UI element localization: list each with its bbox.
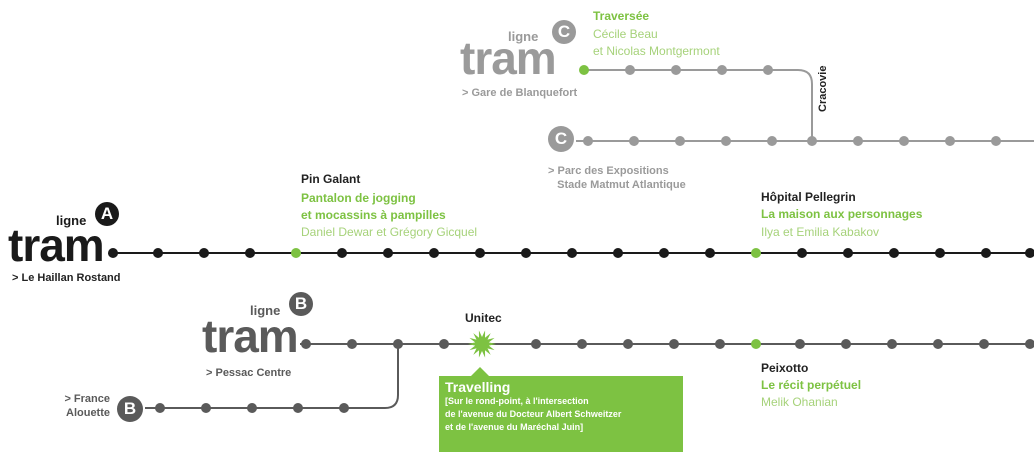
stop-pin-galant-name: Pin Galant [301,172,361,186]
stop-pin-galant-work: Pantalon de jogging et mocassins à pampi… [301,191,446,222]
line-c-branch-stop [853,136,863,146]
stop-peixotto-work: Le récit perpétuel [761,378,862,392]
line-a-stop [613,248,623,258]
line-c-stop [671,65,681,75]
stop-traversee-name: Traversée [593,9,650,23]
line-b-branch-badge: B [117,396,143,422]
line-c-art-stop [579,65,589,75]
stop-pin-galant-artists: Daniel Dewar et Grégory Gicquel [301,225,478,239]
line-b-stop [393,339,403,349]
stop-pellegrin-work: La maison aux personnages [761,207,923,221]
line-b-stop [887,339,897,349]
line-b-destination: > Pessac Centre [206,367,292,379]
line-c-branch-stop [767,136,777,146]
callout-pointer [471,367,489,376]
line-c-branch-destination: > Parc des Expositions Stade Matmut Atla… [548,165,686,191]
line-b-stop [439,339,449,349]
line-c-branch-stop [721,136,731,146]
line-b-branch-stop [247,403,257,413]
line-a-stop [199,248,209,258]
line-c-branch-stop [991,136,1001,146]
line-c-destination: > Gare de Blanquefort [462,87,578,99]
stop-pellegrin-artists: Ilya et Emilia Kabakov [761,225,880,239]
line-b-branch-destination: > France Alouette [64,393,110,419]
line-a-art-stop [751,248,761,258]
line-a-stop [981,248,991,258]
line-b-stop [841,339,851,349]
line-a-stop [475,248,485,258]
line-b-stop [669,339,679,349]
line-b-stop [1025,339,1034,349]
line-a-stop [245,248,255,258]
line-a-stop [153,248,163,258]
line-b-stop [301,339,311,349]
line-a-stop [337,248,347,258]
line-c-stop [625,65,635,75]
line-a-stop [429,248,439,258]
line-a-destination: > Le Haillan Rostand [12,272,121,284]
stop-peixotto-artists: Melik Ohanian [761,395,838,409]
line-b-branch-stop [293,403,303,413]
line-b-branch-stop [339,403,349,413]
callout-description: [Sur le rond-point, à l'intersection de … [445,396,622,432]
line-a-stop [935,248,945,258]
line-b-branch-stop [155,403,165,413]
line-a-art-stop [291,248,301,258]
line-c-branch-stop [899,136,909,146]
line-a-stop [1025,248,1034,258]
callout-title: Travelling [445,379,511,395]
line-c-branch-stop [807,136,817,146]
line-a-stop [843,248,853,258]
stop-peixotto-name: Peixotto [761,361,809,375]
line-b-badge: B [289,292,313,316]
line-a-stop [108,248,118,258]
line-b-stop [795,339,805,349]
stop-unitec-name: Unitec [465,311,502,325]
line-b-art-stop [751,339,761,349]
line-c-stop [717,65,727,75]
stop-traversee-artists: Cécile Beau et Nicolas Montgermont [593,27,720,58]
line-b-ligne-label: ligne [250,303,281,318]
travelling-callout: Travelling [Sur le rond-point, à l'inter… [439,367,683,452]
line-a-stop [521,248,531,258]
unitec-star-marker [468,330,496,358]
line-c-stop [763,65,773,75]
line-c-track [584,69,813,141]
line-b-stop [347,339,357,349]
line-b-stop [531,339,541,349]
line-c-branch-stop [629,136,639,146]
line-b-branch-stop [201,403,211,413]
line-b-branch-track [145,344,399,409]
line-b-stop [715,339,725,349]
line-a-stop [383,248,393,258]
line-a-stop [797,248,807,258]
line-a-badge: A [95,202,119,226]
line-b-stop [577,339,587,349]
line-c-branch-badge: C [548,126,574,152]
line-c-branch-stop [675,136,685,146]
line-a-stop [889,248,899,258]
line-c-ligne-label: ligne [508,29,539,44]
stop-pellegrin-name: Hôpital Pellegrin [761,190,856,204]
line-c-tram-label: tram [460,32,557,84]
line-c-badge: C [552,20,576,44]
stop-cracovie-name: Cracovie [817,65,829,112]
line-c-branch-stop [945,136,955,146]
line-a-ligne-label: ligne [56,213,87,228]
line-a-stop [567,248,577,258]
line-a-stop [705,248,715,258]
line-b-tram-label: tram [202,310,299,362]
line-a-tram-label: tram [8,219,105,271]
line-c-branch-stop [583,136,593,146]
line-b-stop [933,339,943,349]
line-b-stop [623,339,633,349]
line-a-stop [659,248,669,258]
line-b-stop [979,339,989,349]
